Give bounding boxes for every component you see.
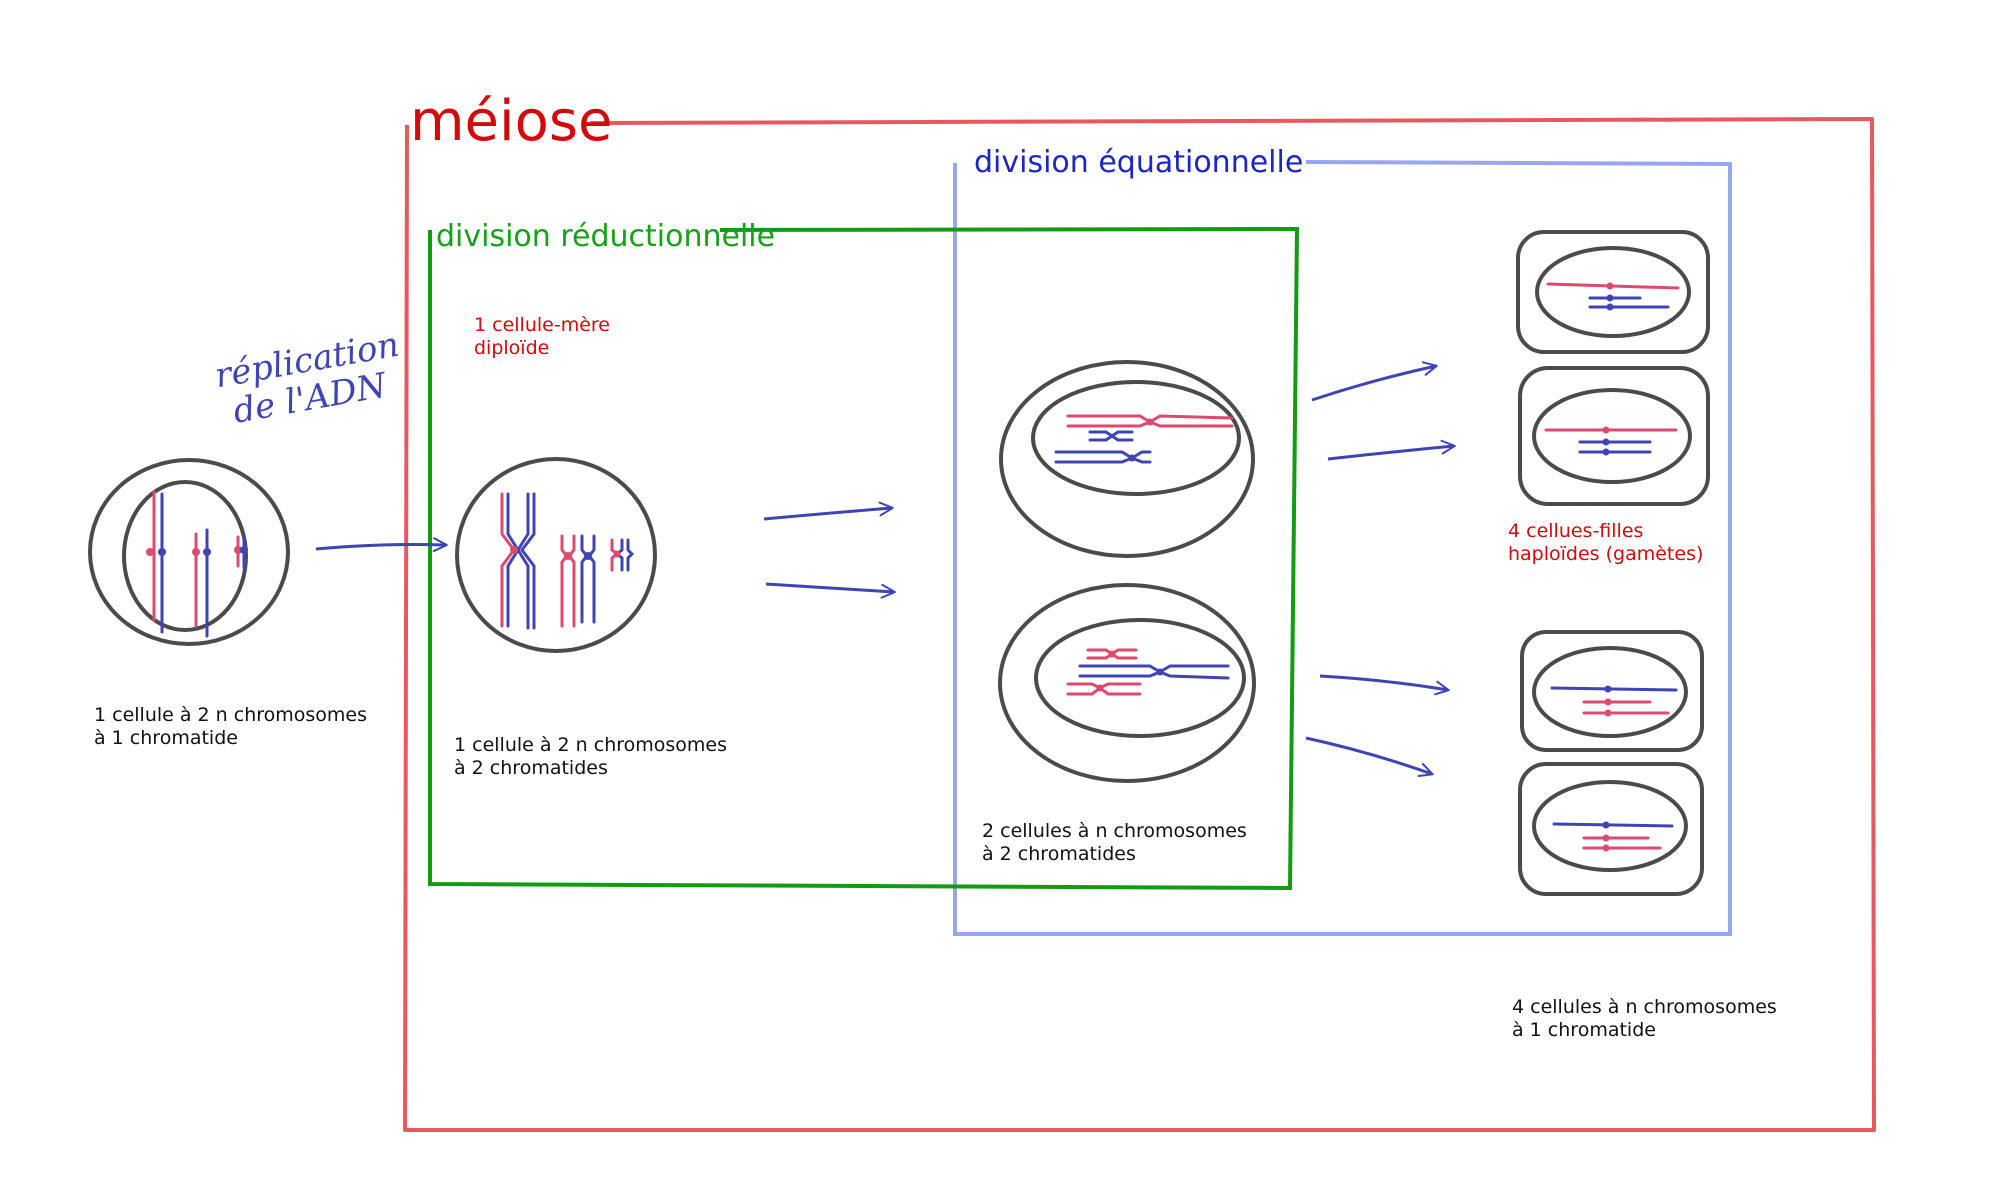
meiose-frame [403, 117, 1876, 1132]
cell-nucleus [1031, 380, 1241, 496]
replicated-cell-caption: 1 cellule à 2 n chromosomes à 2 chromati… [454, 734, 727, 780]
intermediate-cell-bottom [998, 583, 1256, 783]
right-arrow-icon [1305, 736, 1434, 778]
right-arrow-icon [1327, 439, 1456, 461]
caption-line: à 2 chromatides [982, 843, 1136, 865]
right-arrow-icon [315, 537, 448, 553]
equationnelle-title: division équationnelle [974, 145, 1304, 180]
cell-outer-membrane [455, 457, 657, 653]
mother-cell-caption: 1 cellule-mère diploïde [474, 314, 610, 360]
cell-nucleus [1034, 618, 1246, 738]
meiose-title: méiose [410, 89, 613, 154]
chromosome-icon [1552, 821, 1674, 852]
intermediate-cell-top [999, 360, 1255, 558]
caption-line: 4 cellues-filles [1508, 520, 1644, 542]
caption-line: à 1 chromatide [1512, 1019, 1656, 1041]
cell-nucleus [1532, 780, 1688, 872]
caption-line: 4 cellules à n chromosomes [1512, 996, 1777, 1018]
cell-outer-membrane [998, 583, 1256, 783]
cell-nucleus [122, 480, 248, 632]
reductionnelle-frame [428, 226, 1300, 891]
caption-line: à 1 chromatide [94, 727, 238, 749]
initial-cell [88, 458, 290, 646]
cell-nucleus [1535, 246, 1691, 338]
chromosome-icon [1054, 414, 1234, 464]
cell-outer-membrane [1518, 762, 1704, 896]
cell-outer-membrane [1516, 230, 1710, 354]
chromosome-icon [1066, 648, 1230, 696]
chromosome-icon [500, 492, 635, 630]
reductionnelle-title: division réductionnelle [436, 219, 776, 254]
daughter-cell-2 [1518, 366, 1710, 506]
caption-line: à 2 chromatides [454, 757, 608, 779]
right-arrow-icon [763, 501, 894, 521]
cell-outer-membrane [1518, 366, 1710, 506]
caption-line: haploïdes (gamètes) [1508, 543, 1704, 565]
four-cells-caption: 4 cellules à n chromosomes à 1 chromatid… [1512, 996, 1777, 1042]
chromosome-icon [1546, 282, 1680, 311]
initial-cell-caption: 1 cellule à 2 n chromosomes à 1 chromati… [94, 704, 367, 750]
daughter-cell-1 [1516, 230, 1710, 354]
cell-outer-membrane [1520, 630, 1704, 752]
cell-outer-membrane [999, 360, 1255, 558]
chromosome-icon [146, 490, 248, 638]
caption-line: diploïde [474, 337, 550, 359]
caption-line: 2 cellules à n chromosomes [982, 820, 1247, 842]
chromosome-icon [1550, 685, 1678, 717]
two-cells-caption: 2 cellules à n chromosomes à 2 chromatid… [982, 820, 1247, 866]
cell-outer-membrane [88, 458, 290, 646]
caption-line: 1 cellule à 2 n chromosomes [94, 704, 368, 726]
chromosome-icon [1544, 426, 1678, 456]
equationnelle-frame [953, 160, 1732, 936]
caption-line: 1 cellule-mère [474, 314, 610, 336]
right-arrow-icon [765, 582, 896, 599]
daughter-cells-caption: 4 cellues-filles haploïdes (gamètes) [1508, 520, 1703, 566]
right-arrow-icon [1311, 361, 1438, 402]
cell-nucleus [1532, 388, 1692, 484]
daughter-cell-4 [1518, 762, 1704, 896]
cell-nucleus [1532, 646, 1688, 738]
caption-line: 1 cellule à 2 n chromosomes [454, 734, 728, 756]
right-arrow-icon [1319, 674, 1450, 696]
daughter-cell-3 [1520, 630, 1704, 752]
mother-cell [455, 457, 657, 653]
